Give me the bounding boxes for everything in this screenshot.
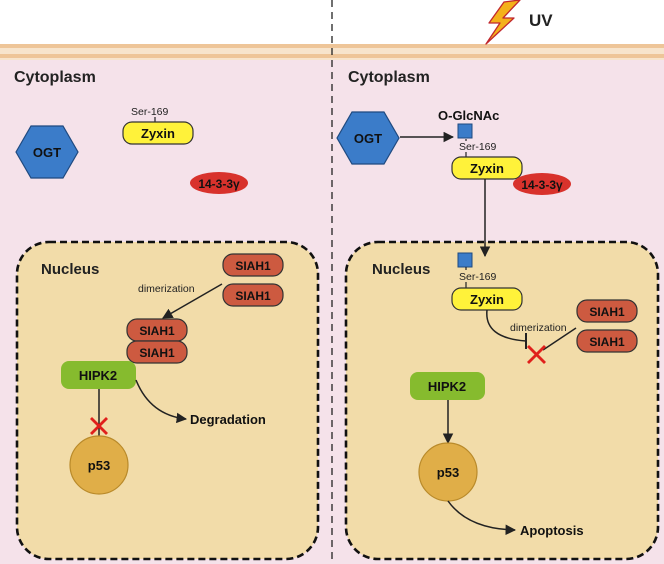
uv-label: UV — [529, 11, 553, 30]
right-ogt-hexagon — [336, 111, 400, 165]
left-siah1-box-d — [126, 340, 188, 364]
left-inhibition-cross-icon — [90, 417, 108, 435]
right-cytoplasm-label: Cytoplasm — [348, 69, 430, 86]
right-glcnac-square-nuc — [457, 252, 473, 268]
left-hipk2-box — [61, 361, 136, 389]
right-dimerization-line — [542, 327, 577, 351]
right-ogt-label: OGT — [354, 131, 382, 146]
left-dimerization-label: dimerization — [138, 283, 195, 295]
left-ogt-hexagon — [15, 125, 79, 179]
right-dimerization-label: dimerization — [510, 322, 567, 334]
left-nucleus-label: Nucleus — [41, 261, 99, 278]
right-blocked-cross-icon — [527, 345, 546, 364]
left-degradation-arrow — [135, 379, 188, 424]
right-p53-label: p53 — [437, 465, 459, 480]
left-dimerization-arrow — [162, 283, 223, 319]
left-siah1-label-a: SIAH1 — [235, 259, 271, 273]
left-ser169-label: Ser-169 — [131, 106, 169, 118]
left-zyxin-label: Zyxin — [141, 126, 175, 141]
right-ser169-cyto-label: Ser-169 — [459, 141, 497, 153]
right-zyxin-cyto-label: Zyxin — [470, 161, 504, 176]
right-zyxin-inhibition-line — [486, 309, 527, 342]
left-p53-label: p53 — [88, 458, 110, 473]
right-ser169-nuc-label: Ser-169 — [459, 271, 497, 283]
left-degradation-label: Degradation — [190, 412, 266, 427]
uv-lightning-icon — [485, 0, 521, 45]
left-siah1-label-b: SIAH1 — [235, 289, 271, 303]
right-siah1-box-b — [576, 329, 638, 353]
right-zyxin-cyto-box — [451, 156, 523, 180]
left-hipk2-label: HIPK2 — [79, 368, 117, 383]
left-ogt-label: OGT — [33, 145, 61, 160]
right-hipk2-label: HIPK2 — [428, 379, 466, 394]
right-glcnac-square-cyto — [457, 123, 473, 139]
right-hipk2-box — [410, 372, 485, 400]
right-oglcnac-label: O-GlcNAc — [438, 108, 499, 123]
right-apoptosis-arrow — [447, 500, 517, 536]
right-siah1-label-a: SIAH1 — [589, 305, 625, 319]
right-zyxin-nuc-label: Zyxin — [470, 292, 504, 307]
left-cytoplasm-label: Cytoplasm — [14, 69, 96, 86]
left-zyxin-box — [122, 121, 194, 145]
right-siah1-label-b: SIAH1 — [589, 335, 625, 349]
right-14-3-3-label: 14-3-3γ — [521, 178, 563, 192]
left-siah1-box-a — [222, 253, 284, 277]
left-14-3-3-oval — [190, 172, 248, 194]
right-14-3-3-oval — [513, 173, 571, 195]
left-siah1-box-b — [222, 283, 284, 307]
left-14-3-3-label: 14-3-3γ — [198, 177, 240, 191]
left-p53-circle — [69, 435, 129, 495]
right-nucleus-label: Nucleus — [372, 261, 430, 278]
left-siah1-label-d: SIAH1 — [139, 346, 175, 360]
right-apoptosis-label: Apoptosis — [520, 523, 584, 538]
left-siah1-label-c: SIAH1 — [139, 324, 175, 338]
right-siah1-box-a — [576, 299, 638, 323]
